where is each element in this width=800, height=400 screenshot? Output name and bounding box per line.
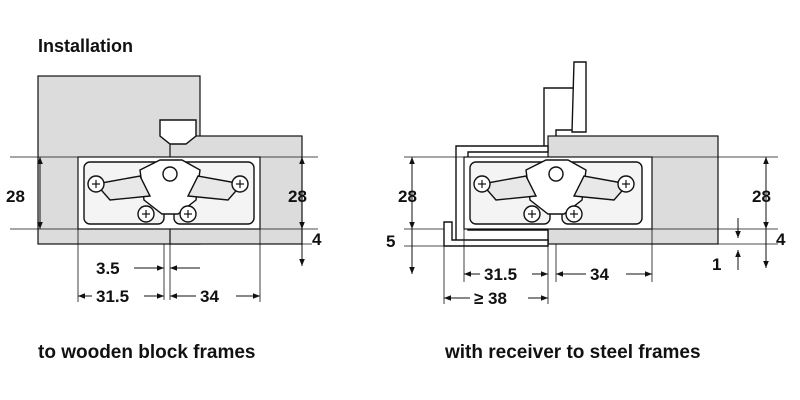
dim-depth-right-b: 34 [590, 265, 609, 284]
left-hinge-figure: 28 28 4 3.5 31.5 34 [6, 75, 322, 306]
dim-depth-right-a: 34 [200, 287, 219, 306]
dim-height-left-a: 28 [6, 187, 25, 206]
dim-overall-depth-b: ≥ 38 [474, 289, 507, 308]
right-hinge-figure: 28 5 28 4 1 31.5 34 ≥ 38 [386, 61, 786, 308]
dim-height-left-b: 28 [398, 187, 417, 206]
dim-gap-right-b: 1 [712, 255, 721, 274]
dim-height-right-a: 28 [288, 187, 307, 206]
dim-gap-a: 3.5 [96, 259, 120, 278]
hinge-screws-right [473, 166, 635, 223]
dim-depth-left-a: 31.5 [96, 287, 129, 306]
installation-heading: Installation [38, 36, 134, 56]
dim-height-right-b: 28 [752, 187, 771, 206]
dim-offset-left-b: 5 [386, 232, 395, 251]
caption-wooden-block-frames: to wooden block frames [38, 342, 256, 363]
caption-steel-frames: with receiver to steel frames [445, 342, 701, 363]
dim-depth-left-b: 31.5 [484, 265, 517, 284]
hinge-screws-left [87, 166, 249, 223]
dim-offset-right-b: 4 [776, 230, 786, 249]
dim-offset-right-a: 4 [312, 230, 322, 249]
hinge-body-right [469, 159, 643, 225]
